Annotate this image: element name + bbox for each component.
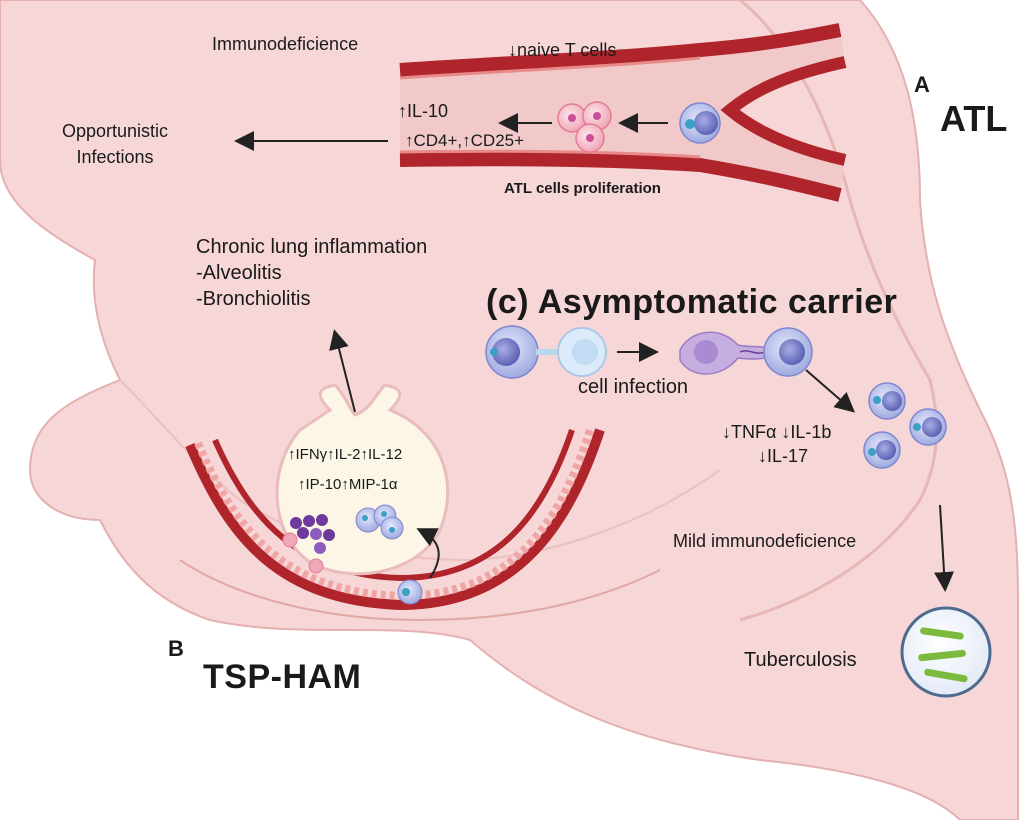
opportunistic-infections-label: Opportunistic Infections — [62, 121, 169, 167]
chronic-inflammation-label: Chronic lung inflammation — [196, 236, 428, 258]
atl-arrows — [234, 113, 668, 151]
tuberculosis-icon — [900, 606, 992, 698]
tuberculosis-label: Tuberculosis — [744, 649, 857, 671]
cell-infection — [485, 325, 856, 413]
virus-particle — [685, 119, 695, 129]
atl-cells — [557, 101, 721, 153]
section-letter-b: B — [168, 636, 184, 661]
t-cell-nucleus — [694, 111, 718, 135]
arrow — [416, 528, 440, 579]
naive-t-cells-label: ↓naive T cells — [508, 40, 617, 60]
cell-infection-label: cell infection — [578, 376, 689, 398]
alveolus — [275, 383, 450, 576]
arrow — [329, 329, 356, 413]
cd-markers-label: ↑CD4+,↑CD25+ — [405, 131, 525, 150]
mild-immunodeficience-label: Mild immunodeficience — [673, 531, 857, 551]
tsp-cytokines-row2: ↑IP-10↑MIP-1α — [298, 476, 398, 493]
carrier-cytokines-row2: ↓IL-17 — [758, 446, 809, 466]
tsp-cytokines-row1: ↑IFNγ↑IL-2↑IL-12 — [288, 446, 403, 463]
infected-cluster — [863, 382, 955, 592]
immune-cells-alveolus — [282, 504, 440, 605]
alveolitis-label: -Alveolitis — [196, 262, 282, 284]
bronchiolitis-label: -Bronchiolitis — [196, 288, 311, 310]
immunodeficience-label: Immunodeficience — [212, 34, 359, 54]
arrow — [805, 369, 856, 413]
il10-label: ↑IL-10 — [398, 101, 449, 121]
section-letter-a: A — [914, 72, 930, 97]
asymptomatic-carrier-title: (c) Asymptomatic carrier — [486, 283, 898, 321]
blood-vessel — [399, 23, 847, 202]
arrow — [934, 504, 955, 592]
atl-title: ATL — [940, 98, 1008, 139]
tsp-ham-title: TSP-HAM — [203, 658, 362, 696]
carrier-cytokines-row1: ↓TNFα ↓IL-1b — [722, 422, 832, 442]
atl-proliferation-label: ATL cells proliferation — [504, 180, 661, 197]
